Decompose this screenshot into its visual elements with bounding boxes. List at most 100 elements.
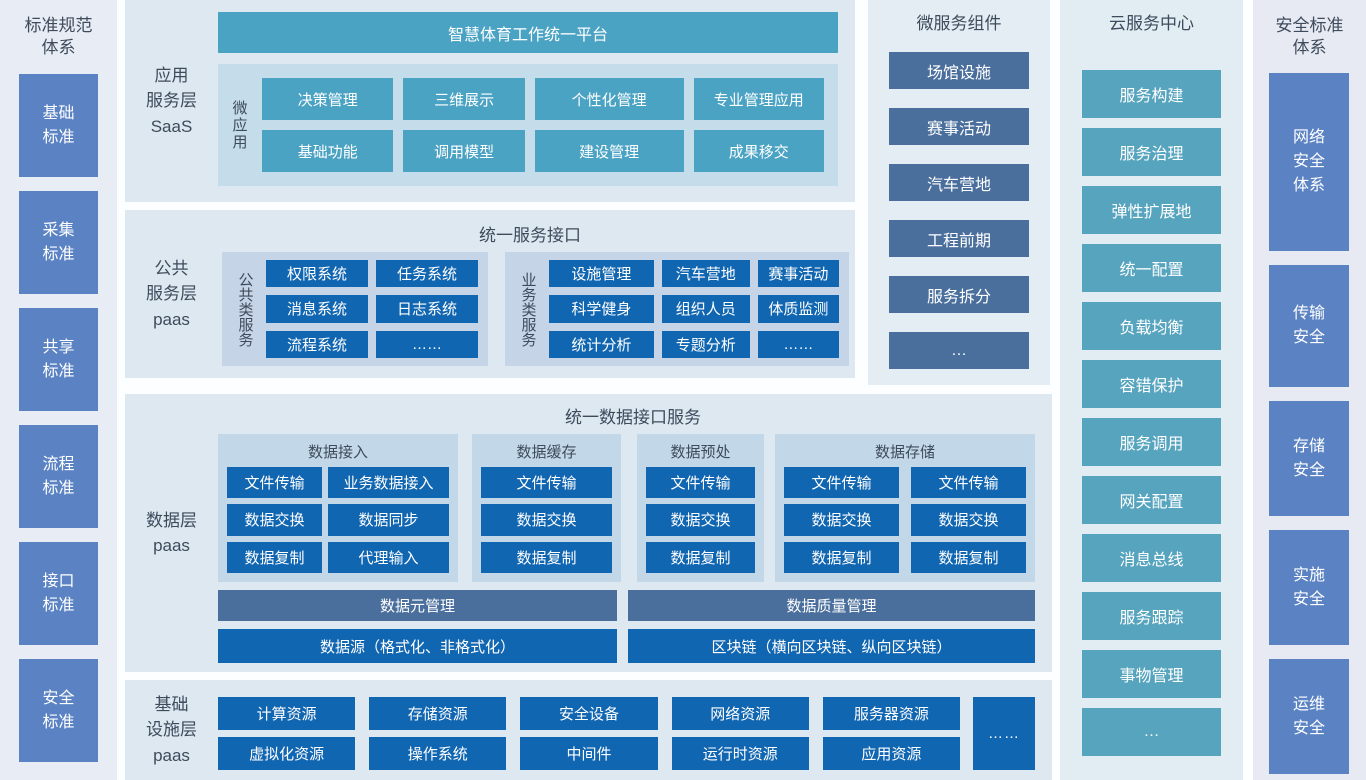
data-storage-grid: 文件传输 文件传输 数据交换 数据交换 数据复制 数据复制 xyxy=(775,465,1035,582)
data-preprocess-panel: 数据预处 文件传输 数据交换 数据复制 xyxy=(637,434,764,582)
cloud-service-block: 服务构建 xyxy=(1082,70,1221,118)
app-block: 个性化管理 xyxy=(534,78,684,120)
service-block: 任务系统 xyxy=(376,260,478,288)
cloud-service-block-more: … xyxy=(1082,708,1221,756)
microservice-block: 服务拆分 xyxy=(889,276,1029,313)
microservices-list: 场馆设施 赛事活动 汽车营地 工程前期 服务拆分 … xyxy=(889,52,1029,369)
micro-apps-panel: 微应用 决策管理 三维展示 个性化管理 专业管理应用 基础功能 调用模型 建设管… xyxy=(218,64,838,186)
cloud-service-block: 负载均衡 xyxy=(1082,302,1221,350)
data-interface-title: 统一数据接口服务 xyxy=(565,408,701,427)
infra-section-label: 基础 设施层 paas xyxy=(146,694,197,765)
data-block: 数据同步 xyxy=(328,504,449,536)
infra-block: 计算资源 xyxy=(218,697,356,730)
data-source-bar: 数据源（格式化、非格式化） xyxy=(218,629,617,663)
infra-block: 虚拟化资源 xyxy=(218,737,356,770)
data-block: 文件传输 xyxy=(646,467,755,499)
data-preprocess-grid: 文件传输 数据交换 数据复制 xyxy=(637,465,764,582)
service-block: 日志系统 xyxy=(376,295,478,323)
data-access-title: 数据接入 xyxy=(307,444,368,461)
standard-item: 流程 标准 xyxy=(19,425,98,528)
cloud-service-block: 容错保护 xyxy=(1082,360,1221,408)
cloud-service-block: 服务治理 xyxy=(1082,128,1221,176)
micro-apps-grid: 决策管理 三维展示 个性化管理 专业管理应用 基础功能 调用模型 建设管理 成果… xyxy=(260,64,838,186)
infra-grid: 计算资源 存储资源 安全设备 网络资源 服务器资源 虚拟化资源 操作系统 中间件… xyxy=(218,697,960,770)
app-block: 决策管理 xyxy=(262,78,394,120)
cloud-column-title: 云服务中心 xyxy=(1109,14,1194,33)
service-block: 体质监测 xyxy=(757,295,839,323)
standard-item: 基础 标准 xyxy=(19,74,98,177)
data-block: 数据复制 xyxy=(911,541,1026,573)
data-block: 代理输入 xyxy=(328,541,449,573)
quality-management-bar: 数据质量管理 xyxy=(628,590,1035,621)
infra-block: 运行时资源 xyxy=(671,737,809,770)
microservice-block: 场馆设施 xyxy=(889,52,1029,89)
service-block: 赛事活动 xyxy=(757,260,839,288)
infra-section: 基础 设施层 paas 计算资源 存储资源 安全设备 网络资源 服务器资源 虚拟… xyxy=(125,680,1052,780)
cloud-service-block: 服务跟踪 xyxy=(1082,592,1221,640)
infra-block: 应用资源 xyxy=(822,737,960,770)
standard-item: 接口 标准 xyxy=(19,542,98,645)
standard-item: 安全 标准 xyxy=(19,659,98,762)
service-block: 组织人员 xyxy=(661,295,750,323)
blockchain-bar: 区块链（横向区块链、纵向区块链） xyxy=(628,629,1035,663)
data-block: 数据交换 xyxy=(784,504,899,536)
infra-block: 服务器资源 xyxy=(822,697,960,730)
service-interface-title: 统一服务接口 xyxy=(479,226,581,245)
app-block: 三维展示 xyxy=(403,78,525,120)
standards-list: 基础 标准 采集 标准 共享 标准 流程 标准 接口 标准 安全 标准 xyxy=(19,74,98,762)
cloud-column: 云服务中心 服务构建 服务治理 弹性扩展地 统一配置 负载均衡 容错保护 服务调… xyxy=(1060,0,1243,780)
security-block: 实施 安全 xyxy=(1269,530,1349,645)
public-services-grid: 权限系统 任务系统 消息系统 日志系统 流程系统 …… xyxy=(266,260,478,358)
cloud-service-block: 统一配置 xyxy=(1082,244,1221,292)
security-column: 安全标准 体系 网络 安全 体系 传输 安全 存储 安全 实施 安全 运维 安全 xyxy=(1253,0,1366,780)
microservice-block: 汽车营地 xyxy=(889,164,1029,201)
micro-apps-label: 微应用 xyxy=(230,99,248,151)
microservices-column: 微服务组件 场馆设施 赛事活动 汽车营地 工程前期 服务拆分 … xyxy=(868,0,1050,385)
service-block: 专题分析 xyxy=(661,330,750,358)
data-cache-grid: 文件传输 数据交换 数据复制 xyxy=(472,465,621,582)
data-cache-panel: 数据缓存 文件传输 数据交换 数据复制 xyxy=(472,434,621,582)
microservice-block: 工程前期 xyxy=(889,220,1029,257)
data-block: 数据复制 xyxy=(784,541,899,573)
public-services-label: 公共类服务 xyxy=(236,271,254,347)
standard-item: 共享 标准 xyxy=(19,308,98,411)
app-block: 专业管理应用 xyxy=(693,78,824,120)
data-block: 数据复制 xyxy=(227,541,322,573)
infra-block: 存储资源 xyxy=(369,697,507,730)
data-cache-title: 数据缓存 xyxy=(516,444,577,461)
microservices-column-title: 微服务组件 xyxy=(916,14,1002,33)
data-block: 业务数据接入 xyxy=(328,467,449,499)
infra-more-block: …… xyxy=(973,697,1035,770)
standards-column: 标准规范 体系 基础 标准 采集 标准 共享 标准 流程 标准 接口 标准 安全… xyxy=(0,0,117,780)
business-services-grid: 设施管理 汽车营地 赛事活动 科学健身 组织人员 体质监测 统计分析 专题分析 … xyxy=(549,260,839,358)
data-block: 文件传输 xyxy=(227,467,322,499)
standard-item: 采集 标准 xyxy=(19,191,98,294)
data-block: 文件传输 xyxy=(481,467,612,499)
standards-column-title: 标准规范 体系 xyxy=(24,16,93,58)
microservice-block-more: … xyxy=(889,332,1029,369)
service-block: 设施管理 xyxy=(549,260,654,288)
app-block: 基础功能 xyxy=(262,130,394,172)
infra-block: 操作系统 xyxy=(369,737,507,770)
cloud-services-list: 服务构建 服务治理 弹性扩展地 统一配置 负载均衡 容错保护 服务调用 网关配置… xyxy=(1082,70,1221,756)
service-block: 汽车营地 xyxy=(661,260,750,288)
service-block: 权限系统 xyxy=(266,260,368,288)
security-block: 传输 安全 xyxy=(1269,265,1349,387)
security-block: 存储 安全 xyxy=(1269,401,1349,516)
data-storage-title: 数据存储 xyxy=(874,444,935,461)
public-services-panel: 公共类服务 权限系统 任务系统 消息系统 日志系统 流程系统 …… xyxy=(222,252,488,366)
meta-management-bar: 数据元管理 xyxy=(218,590,617,621)
data-preprocess-title: 数据预处 xyxy=(670,444,731,461)
service-block: 消息系统 xyxy=(266,295,368,323)
security-block: 网络 安全 体系 xyxy=(1269,73,1349,251)
data-block: 数据复制 xyxy=(646,541,755,573)
data-block: 文件传输 xyxy=(784,467,899,499)
cloud-service-block: 网关配置 xyxy=(1082,476,1221,524)
cloud-service-block: 事物管理 xyxy=(1082,650,1221,698)
app-block: 成果移交 xyxy=(693,130,824,172)
app-block: 建设管理 xyxy=(534,130,684,172)
platform-header: 智慧体育工作统一平台 xyxy=(218,12,838,53)
service-block: 统计分析 xyxy=(549,330,654,358)
cloud-service-block: 服务调用 xyxy=(1082,418,1221,466)
service-block: 科学健身 xyxy=(549,295,654,323)
